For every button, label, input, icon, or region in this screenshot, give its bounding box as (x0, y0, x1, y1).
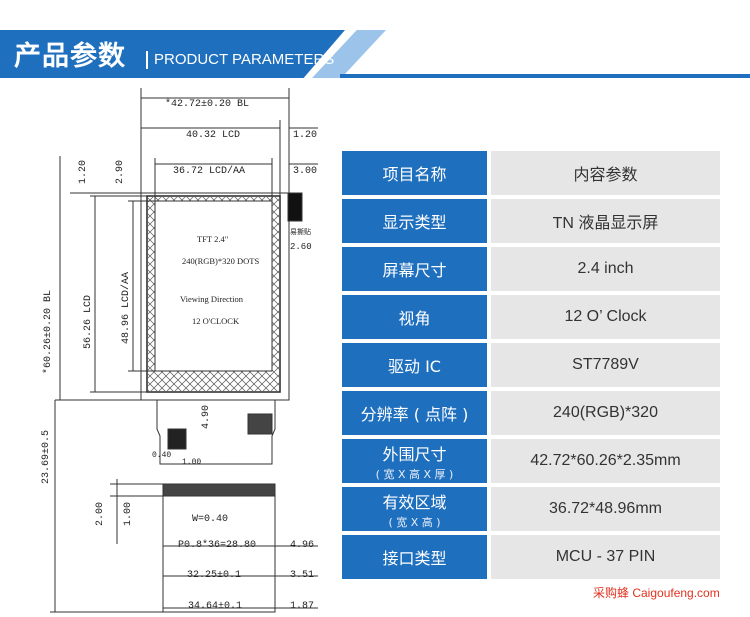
dim-pitch-side: 4.96 (290, 540, 314, 551)
backlight-outline (140, 192, 290, 401)
header-separator (146, 51, 148, 69)
easy-peel-sticker (287, 192, 303, 222)
row-key: 分辨率 ( 点阵 ) (342, 391, 487, 435)
row-key: 驱动 IC (342, 343, 487, 387)
table-row: 外围尺寸 ( 宽 X 高 X 厚 ) 42.72*60.26*2.35mm (342, 439, 720, 483)
row-value: 240(RGB)*320 (491, 391, 720, 435)
row-key: 显示类型 (342, 199, 487, 243)
dim-stiffener-x: 1.00 (182, 458, 201, 467)
row-key-sub: ( 宽 X 高 ) (388, 515, 441, 529)
drawing-svg: *42.72±0.20 BL 40.32 LCD 1.20 36.72 LCD/… (41, 88, 318, 613)
dim-pin-width: W=0.40 (192, 514, 228, 525)
dim-overall-width: *42.72±0.20 BL (165, 98, 249, 110)
row-value: ST7789V (491, 343, 720, 387)
table-header-key: 项目名称 (342, 151, 487, 195)
table-row: 显示类型 TN 液晶显示屏 (342, 199, 720, 243)
header-banner (0, 30, 345, 78)
table-row: 分辨率 ( 点阵 ) 240(RGB)*320 (342, 391, 720, 435)
row-key-sub: ( 宽 X 高 X 厚 ) (375, 467, 454, 481)
dim-tail-width: 34.64±0.1 (188, 601, 242, 612)
dim-right-margin: 1.20 (293, 130, 317, 141)
dim-tab-x: 2.00 (95, 502, 106, 526)
row-key: 屏幕尺寸 (342, 247, 487, 291)
dim-stiffener-h: 4.90 (201, 405, 212, 429)
fpc-neck (156, 400, 276, 465)
dim-aa-offset: 3.00 (293, 166, 317, 177)
panel-text-3: Viewing Direction (180, 294, 244, 304)
dim-tab-y: 1.00 (123, 502, 134, 526)
row-value: 36.72*48.96mm (491, 487, 720, 531)
dim-stiffener-w: 0.40 (152, 451, 171, 460)
technical-drawing: *42.72±0.20 BL 40.32 LCD 1.20 36.72 LCD/… (10, 84, 335, 617)
row-key: 外围尺寸 ( 宽 X 高 X 厚 ) (342, 439, 487, 483)
table-row: 屏幕尺寸 2.4 inch (342, 247, 720, 291)
dim-overall-height: *60.26±0.20 BL (42, 290, 54, 374)
dim-aa-top: 2.90 (115, 160, 126, 184)
table-row: 视角 12 O’ Clock (342, 295, 720, 339)
dim-tail-length: 23.69±0.5 (41, 430, 52, 484)
dim-lcd-width: 40.32 LCD (186, 130, 240, 141)
dim-lcd-height: 56.26 LCD (83, 295, 94, 349)
dim-tail-side: 1.87 (290, 601, 314, 612)
panel-text-1: TFT 2.4" (197, 234, 228, 244)
panel-text-2: 240(RGB)*320 DOTS (182, 256, 259, 266)
fpc-component-left (167, 428, 187, 450)
header-title-en: PRODUCT PARAMETERS (154, 51, 335, 68)
header-title-cn: 产品参数 (14, 41, 126, 72)
panel-text-4: 12 O'CLOCK (192, 316, 240, 326)
table-row: 接口类型 MCU - 37 PIN (342, 535, 720, 579)
dim-sticker: 2.60 (290, 242, 312, 252)
dim-aa-width: 36.72 LCD/AA (173, 165, 245, 177)
table-row: 有效区域 ( 宽 X 高 ) 36.72*48.96mm (342, 487, 720, 531)
dim-fpc-width: 32.25±0.1 (187, 570, 241, 581)
row-key: 接口类型 (342, 535, 487, 579)
row-key: 有效区域 ( 宽 X 高 ) (342, 487, 487, 531)
header-rule (340, 74, 750, 78)
row-value: 12 O’ Clock (491, 295, 720, 339)
dim-fpc-side: 3.51 (290, 570, 314, 581)
table-header-value: 内容参数 (491, 151, 720, 195)
dim-aa-height: 48.96 LCD/AA (120, 272, 132, 344)
dim-top-margin: 1.20 (78, 160, 89, 184)
sticker-label: 易撕贴 (290, 227, 311, 236)
table-row: 驱动 IC ST7789V (342, 343, 720, 387)
row-value: MCU - 37 PIN (491, 535, 720, 579)
table-header-row: 项目名称 内容参数 (342, 151, 720, 195)
lcd-outline (146, 195, 281, 393)
fpc-contacts (162, 483, 276, 497)
row-value: TN 液晶显示屏 (491, 199, 720, 243)
parameter-table: 项目名称 内容参数 显示类型 TN 液晶显示屏 屏幕尺寸 2.4 inch 视角… (342, 151, 720, 583)
row-value: 42.72*60.26*2.35mm (491, 439, 720, 483)
active-area (154, 200, 273, 372)
row-key: 视角 (342, 295, 487, 339)
watermark: 采购蜂 Caigoufeng.com (593, 586, 720, 600)
dim-pitch: P0.8*36=28.80 (178, 539, 256, 551)
fpc-component-right (247, 413, 273, 435)
row-value: 2.4 inch (491, 247, 720, 291)
section-header: 产品参数 PRODUCT PARAMETERS (0, 0, 750, 86)
